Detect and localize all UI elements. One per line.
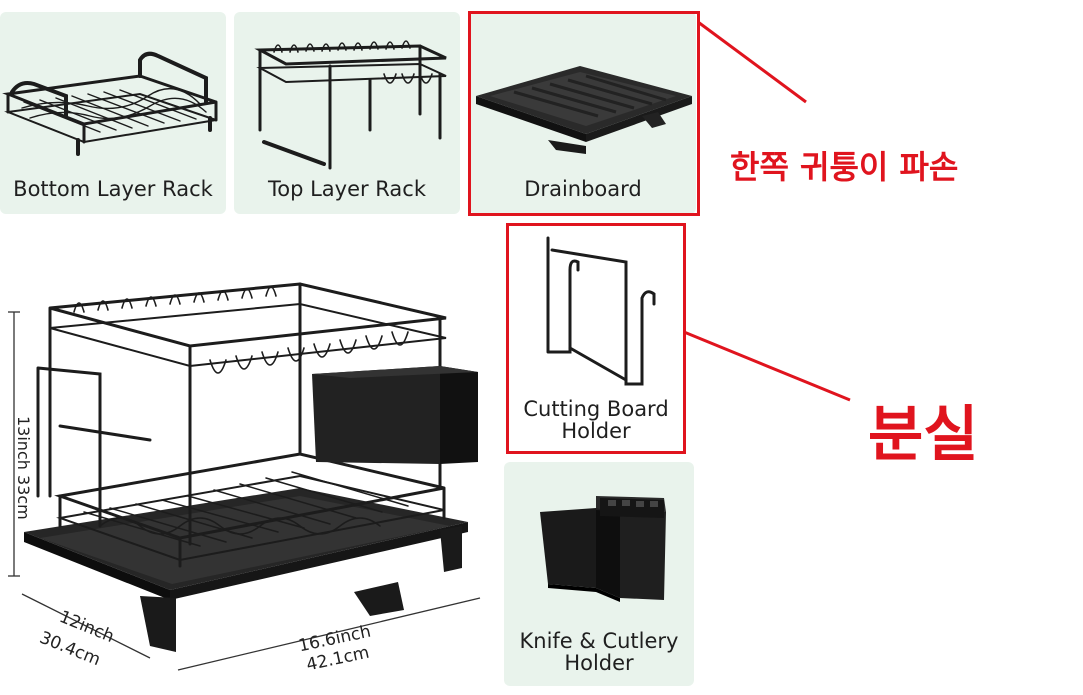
top-rack-image bbox=[254, 40, 447, 170]
drainboard-image bbox=[476, 66, 692, 154]
assembled-dish-rack-image: 13inch 33cm bbox=[8, 282, 481, 671]
dim-height-label: 13inch 33cm bbox=[14, 416, 33, 520]
tile-drainboard: Drainboard bbox=[470, 12, 696, 214]
holder-arrow bbox=[683, 330, 851, 402]
label-cutting-board-line1: Cutting Board bbox=[523, 397, 669, 421]
label-top-layer-rack: Top Layer Rack bbox=[267, 177, 427, 201]
cutting-board-holder-highlight-box bbox=[506, 223, 686, 454]
holder-note: 분실 bbox=[868, 400, 979, 470]
bottom-rack-image bbox=[2, 51, 218, 156]
tile-bottom-layer-rack: Bottom Layer Rack bbox=[0, 12, 226, 214]
drainboard-arrow bbox=[697, 20, 807, 104]
knife-holder-image bbox=[540, 496, 666, 602]
label-bottom-layer-rack: Bottom Layer Rack bbox=[13, 177, 213, 201]
drainboard-note: 한쪽 귀퉁이 파손 bbox=[730, 148, 959, 186]
tile-cutting-board-holder: Cutting Board Holder bbox=[508, 224, 684, 452]
label-cutting-board-line2: Holder bbox=[561, 419, 631, 443]
drainboard-highlight-box bbox=[468, 11, 700, 216]
tile-knife-cutlery-holder: Knife & Cutlery Holder bbox=[504, 462, 694, 686]
tile-top-layer-rack: Top Layer Rack bbox=[234, 12, 460, 214]
cutting-board-holder-image bbox=[546, 236, 656, 386]
label-knife-holder-line1: Knife & Cutlery bbox=[519, 629, 679, 653]
label-knife-holder-line2: Holder bbox=[564, 651, 634, 675]
label-drainboard: Drainboard bbox=[524, 177, 642, 201]
